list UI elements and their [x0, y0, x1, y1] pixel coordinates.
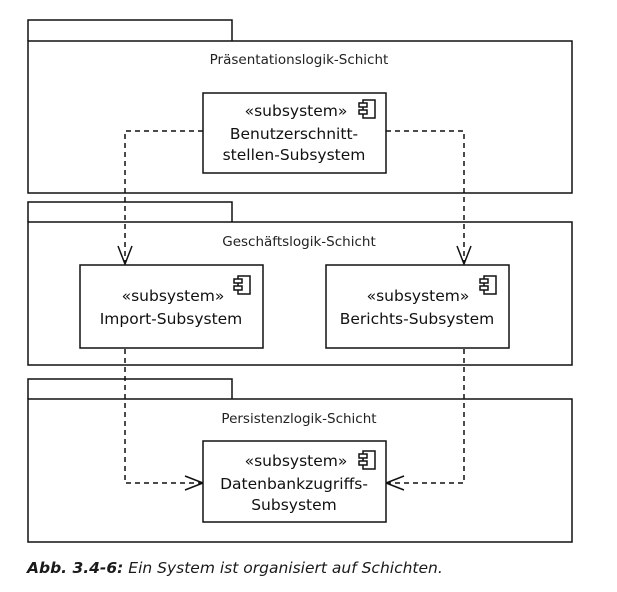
subsystem-name-line1: Benutzerschnitt- — [230, 125, 358, 143]
package-business: Geschäftslogik-Schicht — [27, 201, 573, 366]
package-title: Persistenzlogik-Schicht — [221, 411, 376, 427]
package-presentation: Präsentationslogik-Schicht — [27, 19, 573, 194]
subsystem-stereotype: «subsystem» — [245, 102, 348, 120]
subsystem-box — [325, 264, 510, 349]
caption-text: Ein System ist organisiert auf Schichten… — [128, 559, 443, 577]
dependency-import-to-db — [124, 349, 201, 484]
subsystem-name: Berichts-Subsystem — [340, 310, 494, 328]
subsystem-box — [202, 440, 387, 523]
package-title: Geschäftslogik-Schicht — [222, 234, 375, 250]
package-tab — [27, 201, 233, 222]
dependency-reports-to-db — [388, 349, 465, 484]
arrowhead-import — [117, 245, 133, 267]
dependency-arrows — [117, 130, 472, 491]
package-tab — [27, 19, 233, 41]
subsystem-reports: «subsystem» Berichts-Subsystem — [325, 264, 510, 349]
caption-number: Abb. 3.4-6: — [27, 559, 124, 577]
package-tab — [27, 378, 233, 399]
arrowhead-reports — [456, 245, 472, 267]
subsystem-name-line2: stellen-Subsystem — [223, 146, 366, 164]
subsystem-stereotype: «subsystem» — [122, 287, 225, 305]
subsystem-box — [202, 92, 387, 174]
subsystem-box — [79, 264, 264, 349]
layer-diagram: Präsentationslogik-Schicht Geschäftslogi… — [27, 19, 573, 543]
subsystem-name-line2: Subsystem — [251, 496, 337, 514]
subsystem-stereotype: «subsystem» — [245, 452, 348, 470]
dependency-ui-to-reports — [386, 130, 465, 262]
subsystem-db: «subsystem» Datenbankzugriffs- Subsystem — [202, 440, 387, 523]
subsystem-import: «subsystem» Import-Subsystem — [79, 264, 264, 349]
package-body — [27, 40, 573, 194]
package-title: Präsentationslogik-Schicht — [210, 52, 389, 68]
subsystem-name-line1: Datenbankzugriffs- — [220, 475, 368, 493]
package-body — [27, 221, 573, 366]
subsystem-stereotype: «subsystem» — [367, 287, 470, 305]
dependency-ui-to-import — [124, 130, 203, 262]
figure-caption: Abb. 3.4-6: Ein System ist organisiert a… — [27, 559, 443, 577]
subsystem-ui: «subsystem» Benutzerschnitt- stellen-Sub… — [202, 92, 387, 174]
package-persistence: Persistenzlogik-Schicht — [27, 378, 573, 543]
package-body — [27, 398, 573, 543]
subsystem-name: Import-Subsystem — [100, 310, 243, 328]
